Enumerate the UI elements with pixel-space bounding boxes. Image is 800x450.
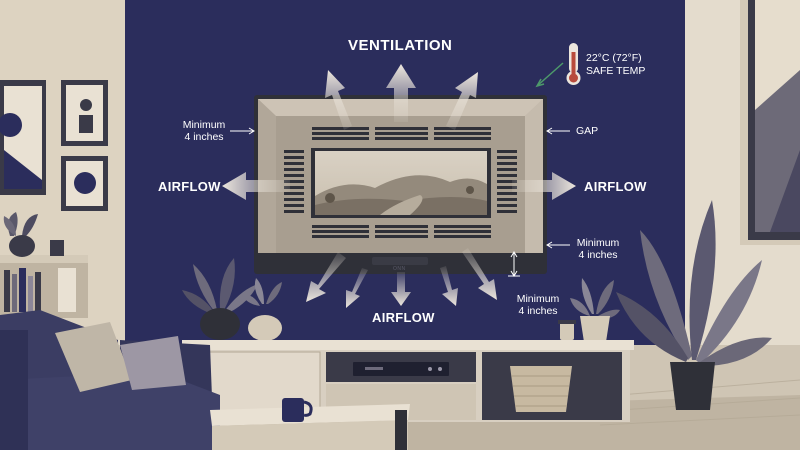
min-clearance-top-line1: Minimum bbox=[182, 119, 226, 131]
arrow-icon bbox=[386, 64, 416, 122]
media-player bbox=[353, 362, 449, 376]
wall-art-right bbox=[748, 0, 800, 240]
airflow-right-label: AIRFLOW bbox=[584, 179, 647, 194]
airflow-left-label: AIRFLOW bbox=[158, 179, 221, 194]
tv-side-vents bbox=[284, 150, 517, 213]
thermometer-icon bbox=[566, 43, 581, 85]
sofa bbox=[0, 310, 220, 450]
plant-left bbox=[182, 258, 258, 340]
arrow-icon bbox=[446, 72, 478, 130]
floor-plant-right bbox=[616, 200, 772, 410]
arrow-icon bbox=[325, 70, 352, 130]
gap-label: GAP bbox=[576, 125, 599, 137]
tv-brand-logo: ONN bbox=[393, 266, 406, 272]
temperature-value: 22°C (72°F) bbox=[586, 52, 642, 64]
cushion bbox=[55, 322, 132, 392]
mug bbox=[282, 398, 304, 422]
storage-basket bbox=[510, 366, 572, 412]
arrow-icon bbox=[391, 272, 411, 306]
arrow-icon bbox=[440, 266, 458, 306]
coffee-table bbox=[210, 398, 410, 450]
arrow-icon bbox=[222, 172, 290, 200]
plant-small bbox=[242, 278, 282, 341]
min-clearance-bottom-line2: 4 inches bbox=[518, 305, 558, 317]
arrow-icon bbox=[306, 252, 346, 302]
cushion bbox=[120, 336, 186, 390]
arrow-icon bbox=[346, 268, 368, 308]
bookshelf-left bbox=[0, 212, 88, 318]
measurement-markers bbox=[230, 127, 570, 277]
wall-art-left bbox=[0, 80, 108, 211]
arrow-icon bbox=[512, 172, 576, 200]
temperature-caption: SAFE TEMP bbox=[586, 65, 646, 77]
airflow-bottom-label: AIRFLOW bbox=[372, 310, 435, 325]
plant-right-shelf bbox=[558, 278, 620, 342]
ventilation-heading: VENTILATION bbox=[348, 37, 453, 54]
min-clearance-top-line2: 4 inches bbox=[184, 131, 224, 143]
tv-top-vents bbox=[312, 127, 491, 140]
tv-bottom-vents bbox=[312, 225, 491, 238]
min-clearance-side-line2: 4 inches bbox=[578, 249, 618, 261]
min-clearance-bottom-line1: Minimum bbox=[516, 293, 560, 305]
min-clearance-side-line1: Minimum bbox=[576, 237, 620, 249]
arrow-icon bbox=[462, 248, 497, 300]
